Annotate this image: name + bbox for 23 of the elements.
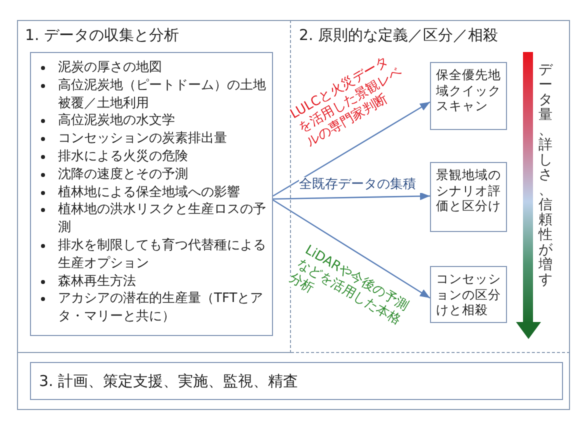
edge-label: 全既存データの集積 bbox=[299, 177, 423, 193]
list-box bbox=[30, 52, 273, 336]
list-item: アカシアの潜在的生産量（TFTとアタ・マリーと共に） bbox=[58, 290, 264, 326]
list-item: 高位泥炭地の水文学 bbox=[58, 112, 176, 130]
list-item: 高位泥炭地（ピートドーム）の土地被覆／土地利用 bbox=[58, 76, 266, 112]
list-item: 植林地の洪水リスクと生産ロスの予測 bbox=[58, 201, 266, 237]
list-item: 沈降の速度とその予測 bbox=[58, 166, 189, 184]
section-heading: 1. データの収集と分析 bbox=[25, 26, 180, 44]
vertical-label: データ量、詳しさ、信頼性が増す bbox=[537, 63, 554, 288]
arrow bbox=[272, 101, 430, 197]
step-box: 3. 計画、策定支援、実施、監視、精査 bbox=[30, 362, 563, 400]
list-item: 排水による火災の危険 bbox=[58, 148, 189, 166]
result-box: 保全優先地域クイックスキャン bbox=[430, 62, 507, 130]
arrow bbox=[272, 192, 430, 200]
section-heading: 2. 原則的な定義／区分／相殺 bbox=[299, 26, 498, 44]
arrow bbox=[272, 199, 430, 299]
result-box: 景観地域のシナリオ評価と区分け bbox=[430, 162, 507, 232]
list-item: 森林再生方法 bbox=[58, 272, 137, 290]
list-item: 排水を制限しても育つ代替種による生産オプション bbox=[58, 236, 266, 273]
list-item: コンセッションの炭素排出量 bbox=[58, 130, 228, 148]
list-item: 泥炭の厚さの地図 bbox=[58, 59, 163, 77]
result-box: コンセッションの区分けと相殺 bbox=[430, 266, 507, 323]
list-item: 植林地による保全地域への影響 bbox=[58, 184, 241, 202]
